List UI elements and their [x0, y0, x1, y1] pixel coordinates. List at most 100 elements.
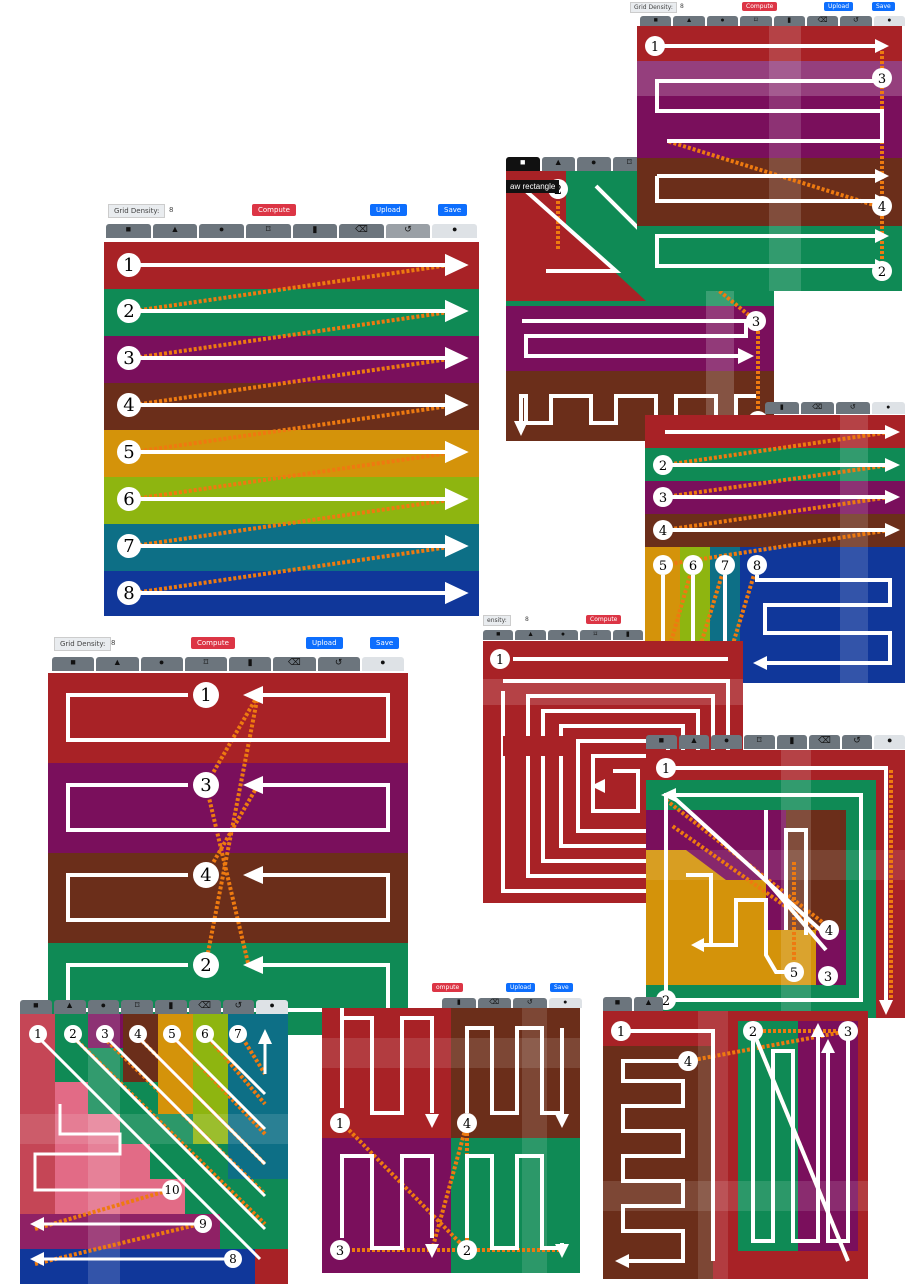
- toggle-tool[interactable]: ●: [362, 657, 404, 671]
- undo-tool[interactable]: ↺: [513, 998, 547, 1008]
- order-badge: 2: [463, 1244, 471, 1259]
- delete-tool[interactable]: ▮: [613, 630, 643, 640]
- undo-tool[interactable]: ↺: [840, 16, 871, 26]
- rectangle-tool[interactable]: ■: [52, 657, 94, 671]
- delete-tool[interactable]: ▮: [777, 735, 808, 749]
- order-badge: 3: [752, 315, 760, 330]
- upload-button[interactable]: Upload: [370, 204, 407, 216]
- bookmark-tool[interactable]: ⌑: [246, 224, 291, 238]
- circle-tool[interactable]: ●: [199, 224, 244, 238]
- order-badge: 3: [101, 1027, 109, 1041]
- toggle-tool[interactable]: ●: [874, 735, 905, 749]
- triangle-tool[interactable]: ▲: [54, 1000, 86, 1014]
- rectangle-tool[interactable]: ■: [106, 224, 151, 238]
- eraser-tool[interactable]: ⌫: [189, 1000, 221, 1014]
- undo-tool[interactable]: ↺: [386, 224, 431, 238]
- delete-tool[interactable]: ▮: [155, 1000, 187, 1014]
- stripes-canvas[interactable]: 1 2 3 4 5 6 7 8: [104, 238, 479, 616]
- upload-button[interactable]: Upload: [824, 2, 853, 11]
- rectangle-tool[interactable]: ■: [506, 157, 540, 171]
- order-badge: 7: [721, 559, 729, 574]
- bottom-middle-canvas[interactable]: 1 4 3 2: [322, 1008, 580, 1273]
- top-right-canvas[interactable]: 1 3 4 2: [637, 26, 902, 291]
- triangle-tool[interactable]: ▲: [153, 224, 198, 238]
- order-badge: 3: [659, 491, 667, 506]
- order-badge: 6: [123, 489, 134, 510]
- toggle-tool[interactable]: ●: [256, 1000, 288, 1014]
- toggle-tool[interactable]: ●: [874, 16, 905, 26]
- diagonal-canvas[interactable]: 1 2 3 4 5 6 7 10 9 8: [20, 1014, 288, 1284]
- undo-tool[interactable]: ↺: [318, 657, 360, 671]
- order-badge: 2: [69, 1027, 77, 1041]
- circle-tool[interactable]: ●: [141, 657, 183, 671]
- toggle-tool[interactable]: ●: [872, 402, 905, 414]
- undo-tool[interactable]: ↺: [836, 402, 870, 414]
- compute-button[interactable]: Compute: [252, 204, 296, 216]
- compute-button[interactable]: Compute: [742, 2, 777, 11]
- eraser-tool[interactable]: ⌫: [339, 224, 384, 238]
- save-button[interactable]: Save: [438, 204, 467, 216]
- upload-button[interactable]: Upload: [506, 983, 535, 992]
- compute-button[interactable]: Compute: [191, 637, 235, 649]
- toggle-tool[interactable]: ●: [432, 224, 477, 238]
- circle-tool[interactable]: ●: [548, 630, 578, 640]
- eraser-tool[interactable]: ⌫: [273, 657, 315, 671]
- rectangle-tool[interactable]: ■: [483, 630, 513, 640]
- bottom-right-canvas[interactable]: 1 4 2 3: [603, 1011, 868, 1279]
- triangle-tool[interactable]: ▲: [515, 630, 545, 640]
- circle-tool[interactable]: ●: [711, 735, 742, 749]
- order-badge: 1: [496, 653, 504, 668]
- triangle-tool[interactable]: ▲: [634, 997, 663, 1011]
- nested-canvas[interactable]: 1 4 5 3 2: [646, 750, 905, 1018]
- rectangle-tool[interactable]: ■: [640, 16, 671, 26]
- delete-tool[interactable]: ▮: [293, 224, 338, 238]
- compute-button[interactable]: ompute: [432, 983, 463, 992]
- delete-tool[interactable]: ▮: [229, 657, 271, 671]
- circle-tool[interactable]: ●: [577, 157, 611, 171]
- delete-tool[interactable]: ▮: [765, 402, 799, 414]
- triangle-tool[interactable]: ▲: [679, 735, 710, 749]
- eraser-tool[interactable]: ⌫: [478, 998, 512, 1008]
- eraser-tool[interactable]: ⌫: [807, 16, 838, 26]
- center-canvas[interactable]: 1 3 4 2: [48, 673, 408, 1035]
- grid-density-input[interactable]: 8: [523, 615, 531, 624]
- delete-tool[interactable]: ▮: [442, 998, 476, 1008]
- rectangle-tool[interactable]: ■: [603, 997, 632, 1011]
- circle-tool[interactable]: ●: [88, 1000, 120, 1014]
- bookmark-tool[interactable]: ⌑: [744, 735, 775, 749]
- triangle-tool[interactable]: ▲: [96, 657, 138, 671]
- triangle-tool[interactable]: ▲: [542, 157, 576, 171]
- order-badge: 2: [749, 1025, 757, 1040]
- bookmark-tool[interactable]: ⌑: [580, 630, 610, 640]
- save-button[interactable]: Save: [370, 637, 399, 649]
- triangle-tool[interactable]: ▲: [673, 16, 704, 26]
- rectangle-tool[interactable]: ■: [20, 1000, 52, 1014]
- save-button[interactable]: Save: [872, 2, 895, 11]
- undo-tool[interactable]: ↺: [223, 1000, 255, 1014]
- bookmark-tool[interactable]: ⌑: [185, 657, 227, 671]
- eraser-tool[interactable]: ⌫: [809, 735, 840, 749]
- compute-button[interactable]: Compute: [586, 615, 621, 624]
- order-badge: 10: [164, 1183, 179, 1197]
- delete-tool[interactable]: ▮: [774, 16, 805, 26]
- bookmark-tool[interactable]: ⌑: [740, 16, 771, 26]
- undo-tool[interactable]: ↺: [842, 735, 873, 749]
- order-badge: 5: [790, 966, 798, 981]
- circle-tool[interactable]: ●: [707, 16, 738, 26]
- save-button[interactable]: Save: [550, 983, 573, 992]
- grid-density-input[interactable]: 8: [166, 204, 176, 216]
- tool-tabs: ■ ▲ ● ⌑ ▮: [483, 630, 643, 640]
- grid-density-input[interactable]: 8: [678, 2, 686, 11]
- rectangle-tool[interactable]: ■: [646, 735, 677, 749]
- grid-density-input[interactable]: 8: [108, 637, 118, 649]
- tool-tabs: ■ ▲ ● ⌑ ▮ ⌫ ↺ ●: [20, 1000, 288, 1014]
- toggle-tool[interactable]: ●: [549, 998, 583, 1008]
- upload-button[interactable]: Upload: [306, 637, 343, 649]
- order-badge: 2: [659, 459, 667, 474]
- tool-tabs: ▮ ⌫ ↺ ●: [765, 402, 905, 414]
- bookmark-tool[interactable]: ⌑: [121, 1000, 153, 1014]
- order-badge: 3: [824, 970, 832, 985]
- shape: [769, 26, 801, 291]
- panel-bottom-middle: ompute Upload Save ▮ ⌫ ↺ ●: [322, 983, 582, 1273]
- eraser-tool[interactable]: ⌫: [801, 402, 835, 414]
